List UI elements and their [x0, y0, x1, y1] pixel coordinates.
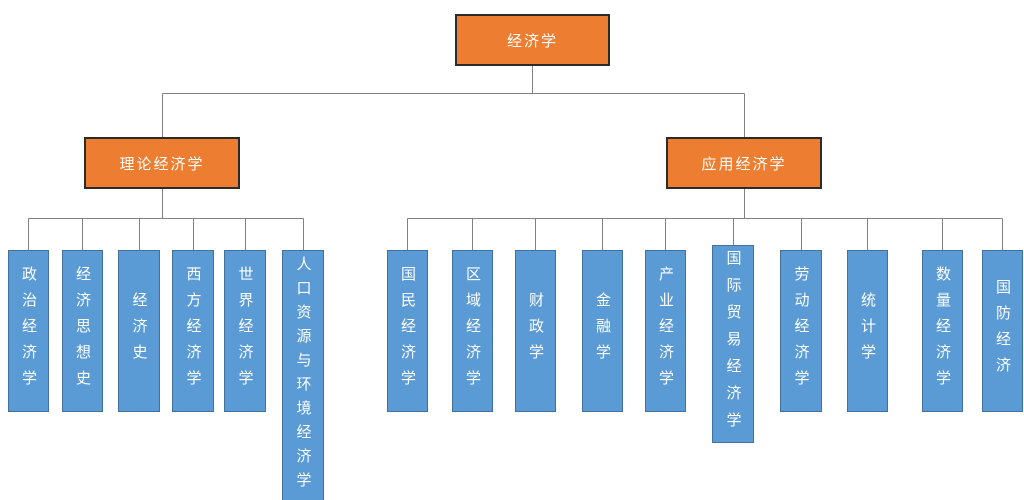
- node-regional-economics: 区域经济学: [452, 250, 493, 412]
- node-international-trade-economics: 国际贸易经济学: [712, 245, 754, 443]
- node-population-resources-environmental-economics: 人口资源与环境经济学: [282, 250, 324, 500]
- node-quantitative-economics: 数量经济学: [922, 250, 963, 412]
- node-public-finance: 财政学: [515, 250, 556, 412]
- node-applied-economics: 应用经济学: [666, 137, 822, 189]
- node-political-economy: 政治经济学: [8, 250, 49, 412]
- node-history-of-economic-thought: 经济思想史: [62, 250, 103, 412]
- node-industrial-economics: 产业经济学: [645, 250, 686, 412]
- node-economics-root: 经济学: [455, 14, 610, 66]
- node-world-economics: 世界经济学: [224, 250, 266, 412]
- node-national-defense-economics: 国防经济: [982, 250, 1023, 412]
- node-theoretical-economics: 理论经济学: [84, 137, 240, 189]
- node-western-economics: 西方经济学: [172, 250, 214, 412]
- node-labor-economics: 劳动经济学: [780, 250, 822, 412]
- node-economic-history: 经济史: [118, 250, 160, 412]
- node-national-economics: 国民经济学: [387, 250, 428, 412]
- node-finance: 金融学: [582, 250, 623, 412]
- node-statistics: 统计学: [847, 250, 888, 412]
